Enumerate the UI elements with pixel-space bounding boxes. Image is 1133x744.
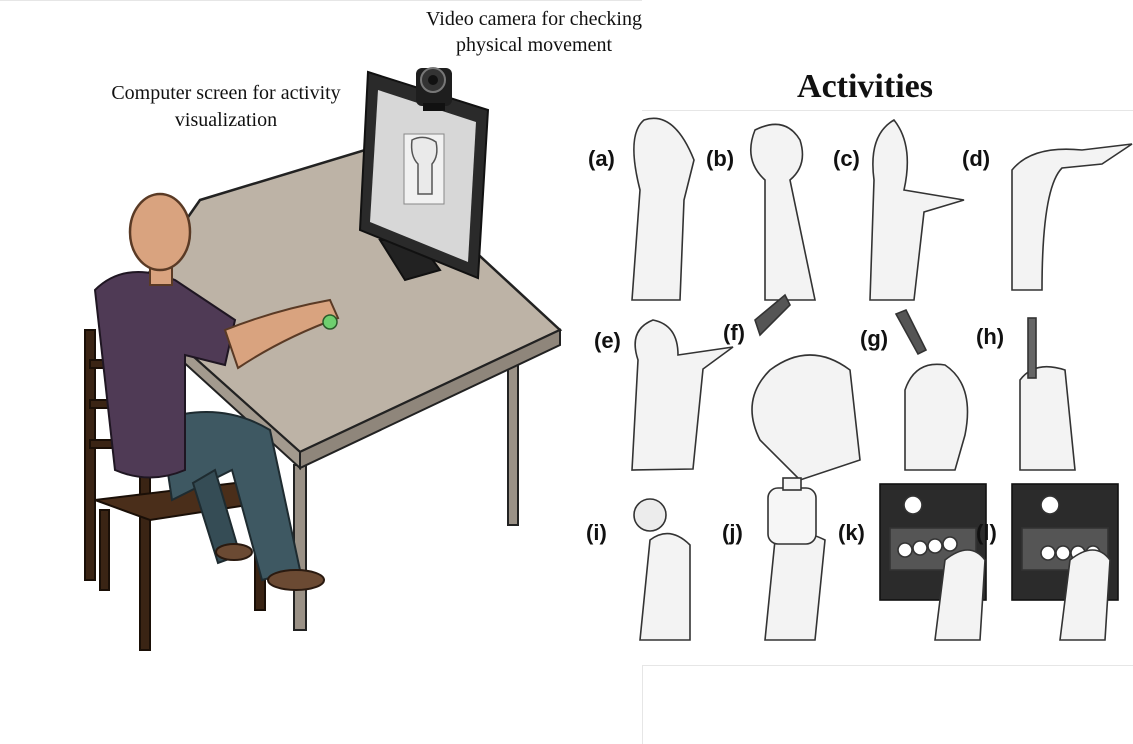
activity-label-h: (h)	[976, 324, 1004, 350]
green-ball	[323, 315, 337, 329]
hand-open-palm-icon	[632, 118, 694, 300]
activity-illustrations	[632, 118, 1132, 640]
table	[130, 150, 560, 630]
activity-label-k: (k)	[838, 520, 865, 546]
activity-label-f: (f)	[723, 320, 745, 346]
hand-flat-icon	[870, 120, 964, 300]
hand-pliers-squeeze-icon	[752, 295, 860, 480]
activity-label-i: (i)	[586, 520, 607, 546]
hand-bottle-grip-icon	[765, 478, 825, 640]
camera-label: Video camera for checking physical movem…	[416, 6, 652, 58]
screen-fist-image	[404, 134, 444, 204]
activity-label-a: (a)	[588, 146, 615, 172]
activity-label-d: (d)	[962, 146, 990, 172]
activity-label-g: (g)	[860, 326, 888, 352]
hand-pliers-pinch-icon	[896, 310, 968, 470]
hand-wrist-bend-icon	[1012, 144, 1132, 290]
activity-label-b: (b)	[706, 146, 734, 172]
device-grip-k-icon	[880, 484, 986, 640]
head	[130, 194, 190, 270]
activity-label-e: (e)	[594, 328, 621, 354]
hand-pen-grip-icon	[1020, 318, 1075, 470]
video-camera	[416, 68, 452, 111]
activity-label-l: (l)	[976, 520, 997, 546]
device-grip-l-icon	[1012, 484, 1118, 640]
table-back-leg	[508, 365, 518, 525]
hand-ball-grip-icon	[634, 499, 690, 640]
hand-fist-icon	[751, 124, 815, 300]
activity-label-c: (c)	[833, 146, 860, 172]
activities-title: Activities	[780, 68, 950, 106]
hand-thumb-out-icon	[632, 320, 733, 470]
activity-label-j: (j)	[722, 520, 743, 546]
screen-label: Computer screen for activity visualizati…	[98, 80, 354, 134]
